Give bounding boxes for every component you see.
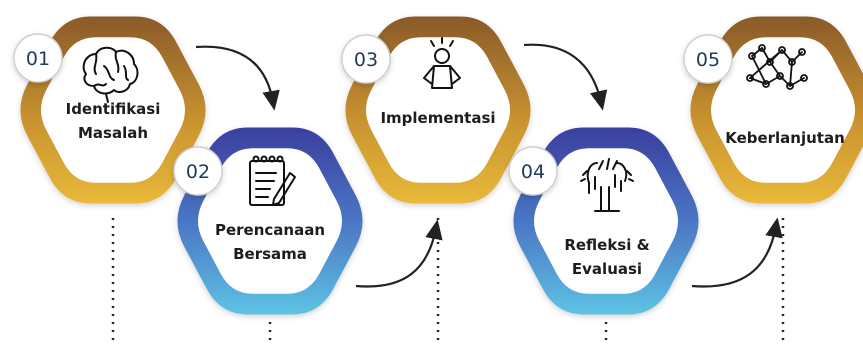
step-2-label-line-1: Perencanaan (214, 221, 326, 239)
step-1-hexagon: 01 (13, 16, 206, 204)
step-1-number: 01 (26, 48, 50, 70)
hands-together-icon (580, 158, 634, 212)
step-2-label: Perencanaan Bersama (200, 218, 340, 266)
step-5-label: Keberlanjutan (705, 126, 863, 150)
step-4-hexagon: 04 (508, 127, 699, 315)
step-1-label-line-1: Identifikasi (65, 100, 161, 118)
step-4-label-line-1: Refleksi & (564, 236, 650, 254)
step-3-hexagon-fill (366, 37, 510, 183)
connectors (111, 43, 785, 345)
step-3-hexagon: 03 (341, 16, 531, 204)
step-5-label-line-1: Keberlanjutan (725, 129, 845, 147)
step-2-hexagon: 02 (173, 127, 363, 315)
network-icon (746, 44, 808, 90)
step-4-number: 04 (521, 161, 545, 183)
step-5-number: 05 (696, 49, 720, 71)
step-2-number-badge (173, 146, 223, 196)
step-5-hexagon-fill (711, 37, 855, 183)
step-4-label-line-2: Evaluasi (571, 260, 643, 278)
step-3-label-line-1: Implementasi (380, 109, 496, 127)
step-3-label: Implementasi (363, 106, 513, 130)
notepad-icon (249, 155, 296, 206)
hexagons: 01 02 03 04 05 (13, 16, 863, 315)
step-1-label: Identifikasi Masalah (43, 97, 183, 145)
step-1-number-badge (13, 33, 63, 83)
arrow-1-to-2 (195, 45, 280, 111)
brain-icon (82, 46, 139, 103)
step-4-number-badge (508, 146, 558, 196)
arrow-4-to-5 (691, 217, 783, 288)
step-5-hexagon: 05 (683, 16, 863, 204)
step-1-hexagon-fill (41, 37, 185, 183)
step-4-label: Refleksi & Evaluasi (532, 233, 682, 281)
arrow-3-to-4 (523, 43, 608, 111)
step-3-number-badge (341, 34, 391, 84)
step-5-number-badge (683, 34, 733, 84)
step-2-label-line-2: Bersama (233, 245, 307, 263)
step-2-number: 02 (186, 161, 210, 183)
step-4-hexagon-fill (534, 148, 678, 294)
step-2-hexagon-fill (198, 148, 342, 294)
step-1-label-line-2: Masalah (77, 124, 149, 142)
step-3-number: 03 (354, 49, 378, 71)
person-idea-icon (423, 37, 461, 89)
arrow-2-to-3 (355, 219, 443, 288)
